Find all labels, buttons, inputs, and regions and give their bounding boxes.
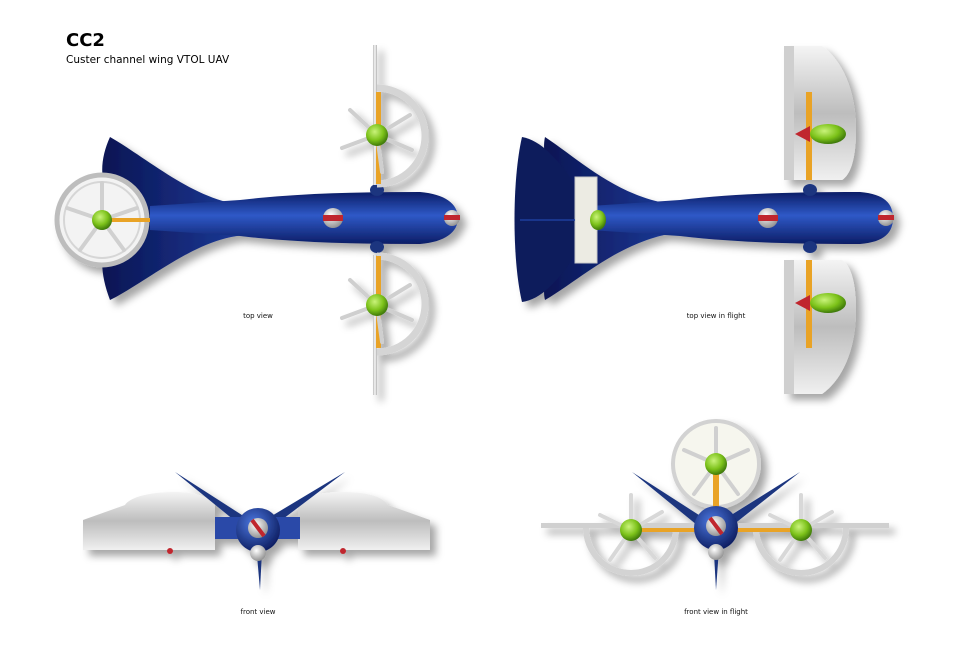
- front-view-flight-drawing: [541, 419, 889, 590]
- diagram-subtitle: Custer channel wing VTOL UAV: [66, 54, 230, 66]
- left-channel-flight: [583, 527, 679, 576]
- lower-channel-wing: [376, 252, 429, 356]
- right-channel-flight: [753, 527, 849, 576]
- caption-top-view: top view: [243, 312, 273, 320]
- v-tail-right: [270, 472, 345, 525]
- front-view-drawing: [83, 472, 430, 590]
- caption-front-view-flight: front view in flight: [684, 608, 748, 616]
- wing-root-lower: [370, 241, 384, 253]
- left-channel-nacelle: [83, 492, 215, 550]
- v-tail-left: [175, 472, 245, 525]
- caption-top-view-flight: top view in flight: [686, 312, 746, 320]
- top-view-drawing: [54, 45, 460, 395]
- right-channel-nacelle: [298, 492, 430, 550]
- caption-front-view: front view: [240, 608, 276, 616]
- diagram-title: CC2: [66, 30, 105, 51]
- upper-channel-wing: [376, 84, 429, 188]
- upper-channel-wing-flight: [792, 46, 856, 180]
- fuselage: [150, 192, 458, 244]
- fuselage-flight: [590, 192, 893, 244]
- lower-channel-wing-flight: [792, 260, 856, 394]
- top-view-flight-drawing: [514, 46, 894, 394]
